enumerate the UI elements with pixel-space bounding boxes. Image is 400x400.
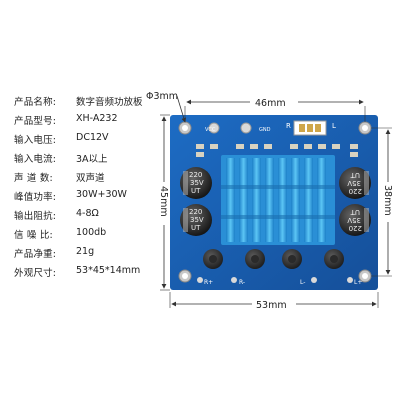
spec-value: 数字音频功放板 bbox=[76, 97, 143, 108]
dim-board-w-label: 53mm bbox=[256, 300, 287, 311]
spec-value: 21g bbox=[76, 246, 95, 257]
spec-value: 30W+30W bbox=[76, 189, 127, 200]
dim-hole-spacing-h: 38mm bbox=[371, 127, 393, 277]
cap-label: UT bbox=[191, 187, 201, 195]
spec-value: XH-A232 bbox=[76, 113, 118, 124]
dim-board-h: 45mm bbox=[158, 114, 170, 291]
capacitor-right-bottom: 220 35V UT bbox=[339, 204, 371, 236]
cap-label: 35V bbox=[347, 179, 361, 187]
dim-hole: Φ3mm bbox=[146, 91, 187, 123]
cap-label: 35V bbox=[347, 216, 361, 224]
spec-value: 53*45*14mm bbox=[76, 265, 141, 276]
spec-label: 输入电流: bbox=[14, 154, 57, 165]
spec-row: 产品型号: XH-A232 bbox=[14, 113, 174, 132]
spec-label: 峰值功率: bbox=[14, 192, 57, 203]
inductors bbox=[203, 249, 344, 269]
dim-hole-spacing-w-label: 46mm bbox=[255, 98, 286, 109]
spec-row: 外观尺寸: 53*45*14mm bbox=[14, 265, 174, 284]
dim-hole-spacing-w: 46mm bbox=[184, 98, 366, 122]
dim-board-w: 53mm bbox=[169, 292, 379, 311]
output-pads: R+ R- L- L+ bbox=[197, 277, 362, 286]
spec-list: 产品名称: 数字音频功放板 产品型号: XH-A232 输入电压: DC12V 输入电… bbox=[14, 94, 174, 284]
spec-row: 信 噪 比: 100db bbox=[14, 227, 174, 246]
spec-value: 4-8Ω bbox=[76, 208, 99, 219]
spec-row: 输出阻抗: 4-8Ω bbox=[14, 208, 174, 227]
dim-board-h-label: 45mm bbox=[158, 186, 169, 217]
cap-label: 220 bbox=[349, 224, 362, 232]
cap-label: 220 bbox=[189, 171, 202, 179]
silk-l-plus: L+ bbox=[354, 279, 362, 286]
smd-components bbox=[196, 144, 358, 157]
spec-value: 双声道 bbox=[76, 173, 105, 184]
silk-gnd: GND bbox=[259, 127, 271, 133]
spec-value: 3A以上 bbox=[76, 154, 108, 165]
spec-label: 产品净重: bbox=[14, 249, 57, 260]
heatsink bbox=[221, 155, 335, 245]
dim-hole-label: Φ3mm bbox=[146, 91, 178, 102]
spec-label: 声 道 数: bbox=[14, 173, 53, 184]
spec-label: 产品型号: bbox=[14, 116, 57, 127]
capacitor-left-top: 220 35V UT bbox=[180, 167, 212, 199]
silk-r: R bbox=[286, 122, 291, 130]
silk-l: L bbox=[332, 122, 336, 130]
dim-hole-spacing-h-label: 38mm bbox=[382, 185, 393, 216]
spec-row: 产品名称: 数字音频功放板 bbox=[14, 94, 174, 113]
capacitor-right-top: 220 35V UT bbox=[339, 167, 371, 199]
silk-vcc: VCC bbox=[205, 127, 216, 133]
input-header: R L bbox=[286, 120, 336, 136]
silk-r-plus: R+ bbox=[204, 279, 213, 286]
spec-label: 输出阻抗: bbox=[14, 211, 57, 222]
spec-row: 声 道 数: 双声道 bbox=[14, 170, 174, 189]
cap-label: 220 bbox=[349, 187, 362, 195]
spec-label: 输入电压: bbox=[14, 135, 57, 146]
spec-label: 信 噪 比: bbox=[14, 230, 53, 241]
cap-label: UT bbox=[191, 224, 201, 232]
silk-r-minus: R- bbox=[239, 279, 245, 286]
cap-label: UT bbox=[350, 208, 360, 216]
spec-value: DC12V bbox=[76, 132, 109, 143]
spec-row: 产品净重: 21g bbox=[14, 246, 174, 265]
spec-row: 峰值功率: 30W+30W bbox=[14, 189, 174, 208]
spec-row: 输入电流: 3A以上 bbox=[14, 151, 174, 170]
cap-label: UT bbox=[350, 171, 360, 179]
cap-label: 35V bbox=[190, 216, 204, 224]
cap-label: 35V bbox=[190, 179, 204, 187]
power-pads: VCC GND bbox=[205, 122, 271, 134]
cap-label: 220 bbox=[189, 208, 202, 216]
spec-label: 产品名称: bbox=[14, 97, 57, 108]
silk-l-minus: L- bbox=[300, 279, 305, 286]
spec-value: 100db bbox=[76, 227, 107, 238]
capacitor-left-bottom: 220 35V UT bbox=[180, 204, 212, 236]
spec-row: 输入电压: DC12V bbox=[14, 132, 174, 151]
spec-label: 外观尺寸: bbox=[14, 268, 57, 279]
